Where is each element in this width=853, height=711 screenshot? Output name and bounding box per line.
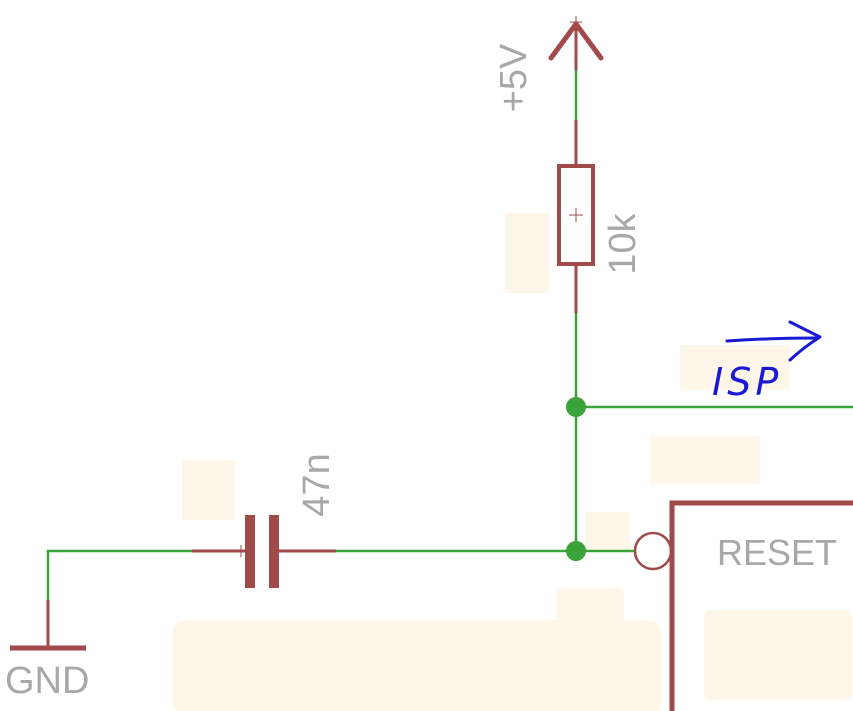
ground-symbol (10, 600, 86, 651)
isp-arrow-icon (725, 320, 822, 362)
ic-outline (633, 500, 853, 711)
junctions (566, 397, 586, 561)
reset-pin-label: RESET (717, 532, 837, 573)
capacitor-value-label: 47n (296, 453, 338, 516)
reset-pin-bubble (633, 531, 673, 571)
junction-isp (566, 397, 586, 417)
isp-annotation-text: ISP (712, 360, 782, 404)
highlight-bottom-area (172, 620, 662, 711)
capacitor-symbol (192, 515, 336, 588)
highlight-cap-label (182, 460, 235, 520)
resistor-symbol (557, 120, 595, 313)
wires (46, 70, 853, 600)
junction-reset (566, 541, 586, 561)
highlight-right-block (704, 610, 852, 700)
wire-gnd-to-cap (46, 549, 192, 600)
highlight-areas (172, 213, 852, 711)
highlight-bottom-notch (556, 588, 624, 628)
ground-label: GND (5, 660, 89, 702)
highlight-junction (585, 512, 630, 552)
supply-symbol (548, 16, 604, 70)
highlight-resistor-label (505, 213, 549, 293)
supply-label: +5V (493, 43, 535, 112)
highlight-pin-block (650, 436, 760, 484)
isp-annotation: ISP (712, 320, 822, 404)
symbols (10, 16, 853, 711)
resistor-value-label: 10k (602, 212, 644, 274)
highlight-isp-area (680, 345, 790, 390)
